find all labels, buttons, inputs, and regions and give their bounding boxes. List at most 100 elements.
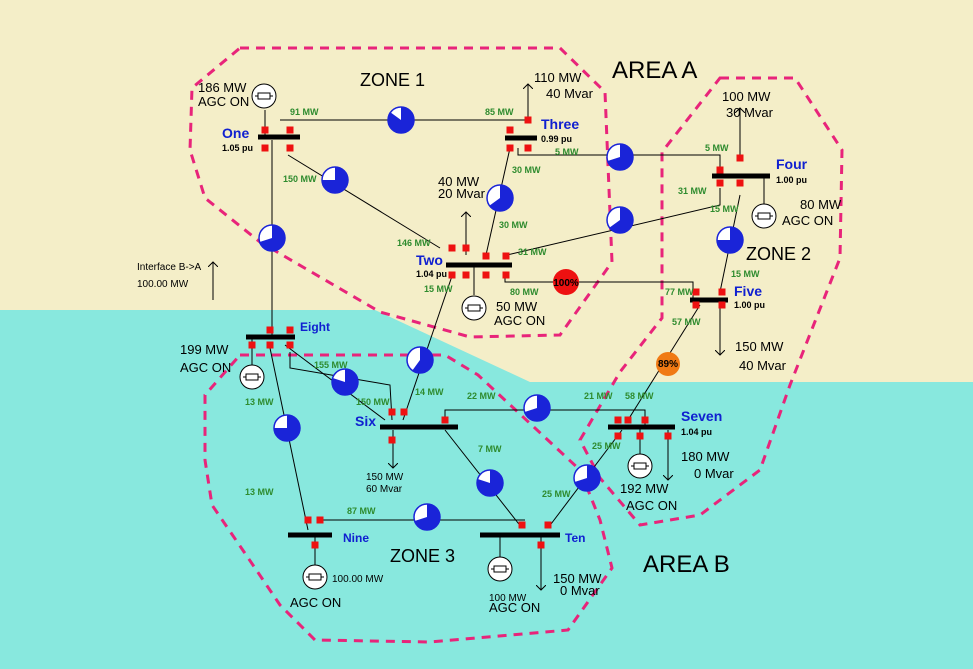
breaker[interactable] (311, 541, 319, 549)
breaker[interactable] (388, 436, 396, 444)
gen-two-mw: 50 MW (496, 299, 538, 314)
breaker[interactable] (286, 341, 294, 349)
breaker[interactable] (286, 326, 294, 334)
line-flow-pie[interactable] (606, 206, 634, 234)
breaker[interactable] (641, 416, 649, 424)
gen-four-mw: 80 MW (800, 197, 842, 212)
bus-five-name: Five (734, 283, 762, 299)
breaker[interactable] (304, 516, 312, 524)
breaker[interactable] (624, 416, 632, 424)
breaker[interactable] (524, 116, 532, 124)
flow-six-ten: 7 MW (478, 444, 502, 454)
overload-five-seven-circle[interactable] (656, 352, 680, 376)
line-flow-pie[interactable] (716, 226, 744, 254)
line-four-two[interactable] (506, 188, 721, 256)
flow-two-five: 80 MW (510, 287, 539, 297)
zone-1-label: ZONE 1 (360, 70, 425, 90)
breaker[interactable] (518, 521, 526, 529)
breaker[interactable] (462, 244, 470, 252)
breaker[interactable] (506, 126, 514, 134)
breaker[interactable] (261, 126, 269, 134)
line-flow-pie[interactable] (273, 414, 301, 442)
breaker[interactable] (316, 516, 324, 524)
line-flow-pie[interactable] (387, 106, 415, 134)
flow-three-four-a: 5 MW (555, 147, 579, 157)
breaker[interactable] (248, 341, 256, 349)
breaker[interactable] (614, 432, 622, 440)
breaker[interactable] (537, 541, 545, 549)
breaker[interactable] (664, 432, 672, 440)
breaker[interactable] (716, 179, 724, 187)
generator-icon[interactable] (751, 203, 777, 229)
breaker[interactable] (692, 301, 700, 309)
breaker[interactable] (718, 301, 726, 309)
breaker[interactable] (462, 271, 470, 279)
breaker[interactable] (502, 252, 510, 260)
zone-2-border (578, 76, 844, 527)
flow-four-five-b: 15 MW (731, 269, 760, 279)
bus-three-name: Three (541, 116, 579, 132)
breaker[interactable] (482, 252, 490, 260)
line-flow-pie[interactable] (413, 503, 441, 531)
breaker[interactable] (718, 288, 726, 296)
zone-3-border (203, 353, 614, 644)
breaker[interactable] (614, 416, 622, 424)
line-flow-pie[interactable] (258, 224, 286, 252)
breaker[interactable] (736, 179, 744, 187)
flow-seven-ten-a: 25 MW (592, 441, 621, 451)
line-flow-pie[interactable] (331, 368, 359, 396)
gen-ten-status: AGC ON (489, 600, 540, 615)
line-flow-pie[interactable] (486, 184, 514, 212)
line-one-two[interactable] (287, 154, 441, 249)
zone-3-label: ZONE 3 (390, 546, 455, 566)
breaker[interactable] (524, 144, 532, 152)
breaker[interactable] (544, 521, 552, 529)
generator-icon[interactable] (251, 83, 277, 109)
flow-two-six: 15 MW (424, 284, 453, 294)
breaker[interactable] (286, 144, 294, 152)
line-two-six[interactable] (402, 275, 453, 421)
breaker[interactable] (400, 408, 408, 416)
flow-nine-ten: 87 MW (347, 506, 376, 516)
overload-five-seven-pct: 89% (658, 359, 678, 370)
bus-seven-pu: 1.04 pu (681, 427, 712, 437)
breaker[interactable] (716, 166, 724, 174)
generator-icon[interactable] (239, 364, 265, 390)
breaker[interactable] (506, 144, 514, 152)
flow-four-two-b: 31 MW (518, 247, 547, 257)
flow-three-two-a: 30 MW (512, 165, 541, 175)
breaker[interactable] (482, 271, 490, 279)
generator-icon[interactable] (627, 453, 653, 479)
line-flow-pie[interactable] (573, 464, 601, 492)
bus-two-pu: 1.04 pu (416, 269, 447, 279)
breaker[interactable] (502, 271, 510, 279)
flow-one-three-b: 85 MW (485, 107, 514, 117)
bus-one-pu: 1.05 pu (222, 143, 253, 153)
breaker[interactable] (261, 144, 269, 152)
line-flow-pie[interactable] (523, 394, 551, 422)
gen-one-status: AGC ON (198, 94, 249, 109)
breaker[interactable] (266, 326, 274, 334)
line-flow-pie[interactable] (321, 166, 349, 194)
breaker[interactable] (448, 271, 456, 279)
generator-icon[interactable] (487, 556, 513, 582)
generator-icon[interactable] (461, 295, 487, 321)
area-a-label: AREA A (612, 57, 697, 84)
line-flow-pie[interactable] (606, 143, 634, 171)
breaker[interactable] (448, 244, 456, 252)
breaker[interactable] (388, 408, 396, 416)
overload-two-five-circle[interactable] (553, 269, 579, 295)
gen-seven-status: AGC ON (626, 498, 677, 513)
line-flow-pie[interactable] (406, 346, 434, 374)
breaker[interactable] (736, 154, 744, 162)
breaker[interactable] (692, 288, 700, 296)
breaker[interactable] (636, 432, 644, 440)
zone-1-border (188, 46, 614, 339)
generator-icon[interactable] (302, 564, 328, 590)
line-flow-pie[interactable] (476, 469, 504, 497)
breaker[interactable] (266, 341, 274, 349)
load-seven-mw: 180 MW (681, 449, 730, 464)
flow-eight-six-a: 155 MW (314, 360, 348, 370)
breaker[interactable] (441, 416, 449, 424)
breaker[interactable] (286, 126, 294, 134)
